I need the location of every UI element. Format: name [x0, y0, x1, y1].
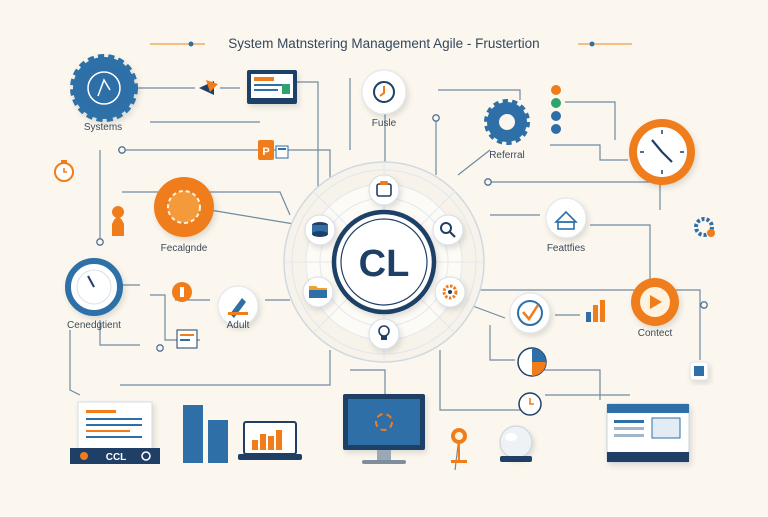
small-clock-icon [518, 392, 542, 416]
report-panel[interactable] [70, 401, 160, 464]
referral-gear-icon[interactable] [484, 99, 530, 145]
cenedgtient-clock-icon[interactable] [65, 258, 123, 316]
title-decoration [150, 41, 632, 47]
label-systems: Systems [83, 122, 123, 133]
hub-icon-top[interactable] [368, 174, 400, 206]
fecalgnde-sun-icon[interactable] [154, 177, 214, 237]
contact-play-icon[interactable] [631, 278, 679, 326]
systems-gear-icon[interactable] [70, 54, 138, 122]
orange-bulb-icon [112, 206, 124, 236]
database-icon[interactable] [304, 214, 336, 246]
label-fecalgnde: Fecalgnde [160, 243, 208, 254]
label-adult: Adult [226, 320, 250, 331]
label-contact: Contect [637, 328, 673, 339]
check-icon[interactable] [509, 292, 551, 334]
svg-text:P: P [262, 146, 269, 158]
small-gear-icon [694, 217, 715, 237]
laptop-chart-icon[interactable] [238, 421, 302, 460]
status-dots-icon [551, 85, 561, 134]
browser-window-icon[interactable] [606, 403, 690, 463]
desktop-monitor-icon[interactable] [343, 394, 425, 464]
label-referral: Referral [489, 150, 525, 161]
column-bars-icon [183, 405, 228, 463]
large-clock-icon[interactable] [629, 119, 695, 185]
presentation-file-icon[interactable]: P [258, 140, 289, 160]
pie-chart-icon[interactable] [517, 347, 547, 377]
gear-small-icon[interactable] [434, 276, 466, 308]
search-icon[interactable] [432, 214, 464, 246]
center-logo: CL [359, 243, 410, 285]
panel-label: CCL [106, 452, 127, 463]
small-tile-icon [689, 361, 709, 381]
arrow-shape-icon [199, 80, 218, 95]
document-icon [176, 329, 198, 349]
central-hub [283, 161, 485, 363]
fusle-clock-icon[interactable] [361, 69, 407, 115]
label-cenedgtient: Cenedgtient [67, 320, 121, 331]
lightbulb-icon[interactable] [368, 318, 400, 350]
label-features: Feattfies [546, 243, 586, 254]
globe-icon [499, 425, 533, 462]
page-title: System Matnstering Management Agile - Fr… [228, 36, 540, 51]
mini-bar-chart-icon [586, 300, 605, 322]
connector-lines [69, 78, 701, 471]
features-house-icon[interactable] [545, 197, 587, 239]
dashboard-monitor-icon[interactable] [247, 70, 297, 104]
label-fusle: Fusle [371, 118, 397, 129]
target-stand-icon [451, 428, 467, 463]
timer-icon[interactable] [54, 160, 74, 182]
connector-dots [96, 114, 708, 352]
adult-pencil-icon[interactable] [217, 285, 259, 327]
folder-icon[interactable] [302, 276, 334, 308]
key-icon[interactable] [172, 282, 192, 302]
